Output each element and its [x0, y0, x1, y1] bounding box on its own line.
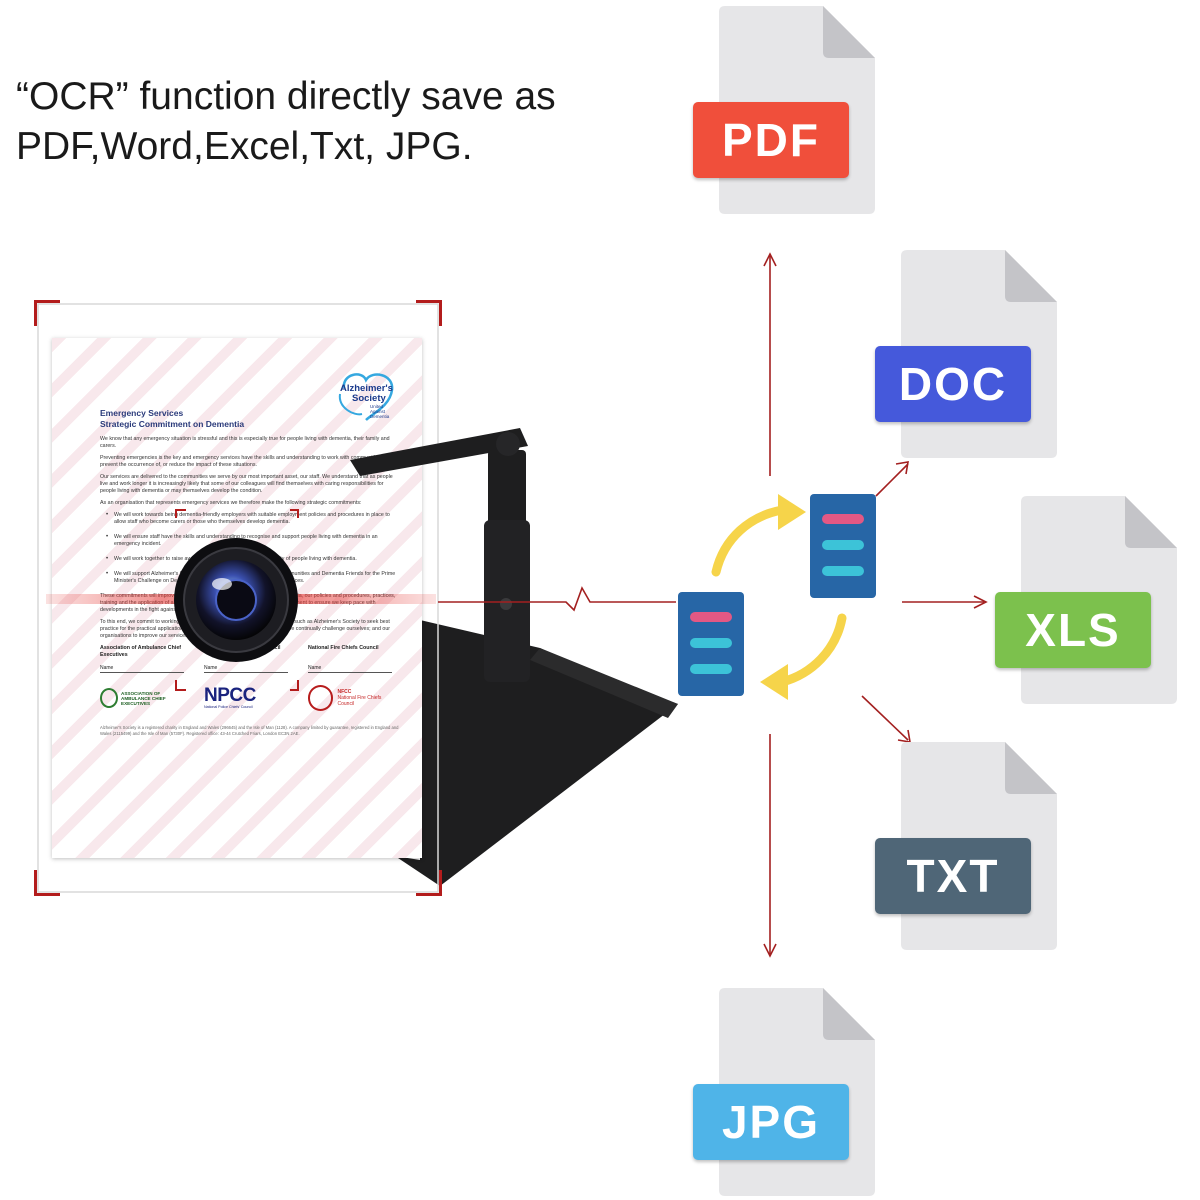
output-arrows — [763, 252, 988, 958]
logo-word-1: Alzheimer's — [340, 383, 393, 394]
focus-bracket-top-left — [175, 509, 186, 518]
document-title-line-2: Strategic Commitment on Dementia — [100, 419, 245, 429]
arrow-to-txt — [861, 695, 909, 741]
arrowhead-jpg — [763, 943, 777, 958]
nfcc-logo-text: NFCC National Fire Chiefs Council — [337, 689, 398, 707]
file-icon-doc: DOC — [875, 250, 1059, 460]
logo-tagline: United Against Dementia — [370, 404, 390, 419]
ambulance-crest-icon — [100, 688, 118, 708]
scanner-arm — [350, 428, 530, 682]
signatory-name-line: Name — [308, 665, 392, 673]
ambulance-logo: ASSOCIATION OF AMBULANCE CHIEF EXECUTIVE… — [100, 688, 184, 708]
nfcc-crest-icon — [308, 685, 334, 711]
ambulance-logo-text: ASSOCIATION OF AMBULANCE CHIEF EXECUTIVE… — [121, 690, 166, 706]
signatory-heading: Association of Ambulance Chief Executive… — [100, 645, 182, 658]
scanner-base-edge — [530, 648, 678, 718]
file-icon-pdf: PDF — [693, 6, 877, 216]
npcc-logo: NPCC National Police Chiefs' Council — [204, 685, 288, 709]
npcc-logo-text: NPCC — [204, 685, 256, 706]
npcc-logo-subtext: National Police Chiefs' Council — [204, 705, 253, 709]
document-bullet: We will ensure staff have the skills and… — [106, 534, 400, 548]
phone-receive-icon — [678, 592, 744, 696]
arrowhead-xls — [973, 595, 988, 609]
phone-upload-icon — [810, 494, 876, 598]
document-paragraph: As an organisation that represents emerg… — [100, 500, 362, 506]
document-title-line-1: Emergency Services — [100, 408, 184, 418]
alzheimers-society-logo: Alzheimer's Society United Against Demen… — [332, 368, 402, 422]
file-label-txt: TXT — [875, 838, 1031, 914]
document-footer: Alzheimer's Society is a registered char… — [100, 725, 399, 736]
signatory-ambulance: Association of Ambulance Chief Executive… — [100, 645, 184, 673]
document-paragraph: We know that any emergency situation is … — [100, 436, 390, 449]
focus-bracket-bottom-right — [290, 680, 299, 691]
file-label-xls: XLS — [995, 592, 1151, 668]
document-title: Emergency Services Strategic Commitment … — [100, 408, 400, 430]
arrowhead-doc — [895, 461, 909, 475]
signal-line — [438, 586, 676, 612]
arrow-to-doc — [875, 463, 909, 497]
nfcc-logo: NFCC National Fire Chiefs Council — [308, 685, 398, 711]
headline-line-1: “OCR” function directly save as — [16, 75, 556, 118]
signatory-name-line: Name — [100, 665, 184, 673]
file-icon-txt: TXT — [875, 742, 1059, 952]
file-label-pdf: PDF — [693, 102, 849, 178]
scan-frame — [34, 300, 442, 896]
document-paragraph: Preventing emergencies is the key and em… — [100, 455, 387, 468]
file-label-jpg: JPG — [693, 1084, 849, 1160]
sync-cycle-arrows-icon — [711, 494, 847, 700]
arrowhead-pdf — [763, 252, 777, 267]
partner-logos: ASSOCIATION OF AMBULANCE CHIEF EXECUTIVE… — [100, 685, 400, 711]
file-icon-xls: XLS — [995, 496, 1179, 706]
signatory-fire: National Fire Chiefs Council Name — [308, 645, 392, 673]
focus-bracket-top-right — [290, 509, 299, 518]
logo-word-2: Society — [352, 393, 386, 404]
scan-frame-outline — [37, 303, 439, 893]
document-paragraph: Our services are delivered to the commun… — [100, 474, 393, 494]
headline-line-2: PDF,Word,Excel,Txt, JPG. — [16, 125, 473, 168]
alzheimers-ribbon-icon — [338, 373, 394, 421]
focus-bracket-bottom-left — [175, 680, 186, 691]
file-label-doc: DOC — [875, 346, 1031, 422]
camera-lens-icon — [174, 538, 298, 662]
nfcc-title: NFCC — [337, 689, 352, 695]
file-icon-jpg: JPG — [693, 988, 877, 1198]
headline: “OCR” function directly save as PDF,Word… — [16, 72, 556, 172]
nfcc-subtitle: National Fire Chiefs Council — [337, 695, 382, 707]
document-bullet: We will work towards being dementia-frie… — [106, 512, 400, 526]
signatory-heading: National Fire Chiefs Council — [308, 645, 379, 651]
signatory-name-line: Name — [204, 665, 288, 673]
